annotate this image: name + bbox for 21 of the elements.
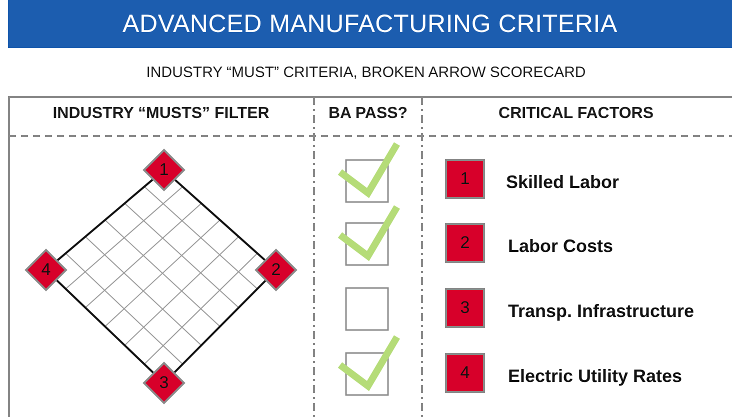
column-header: BA PASS?	[327, 105, 409, 123]
factor-label: Skilled Labor	[506, 172, 620, 193]
connector-line	[174, 280, 266, 374]
factor-label: Electric Utility Rates	[508, 366, 682, 387]
subtitle: INDUSTRY “MUST” CRITERIA, BROKEN ARROW SCORECARD	[145, 64, 587, 81]
connector-line	[174, 179, 266, 261]
number-square: 3	[445, 288, 485, 328]
number-square: 1	[445, 159, 485, 199]
number-diamond: 2	[255, 249, 297, 291]
column-header: INDUSTRY “MUSTS” FILTER	[52, 105, 270, 123]
factor-label: Transp. Infrastructure	[508, 301, 694, 322]
number-diamond: 1	[143, 149, 185, 191]
column-header: CRITICAL FACTORS	[498, 105, 654, 123]
connector-line	[56, 280, 154, 374]
connector-line	[56, 178, 154, 262]
factor-label: Labor Costs	[508, 236, 614, 257]
number-square: 2	[445, 223, 485, 263]
number-diamond: 4	[25, 249, 67, 291]
number-square: 4	[445, 353, 485, 393]
title-banner: ADVANCED MANUFACTURING CRITERIA	[8, 0, 732, 48]
number-diamond: 3	[143, 362, 185, 404]
